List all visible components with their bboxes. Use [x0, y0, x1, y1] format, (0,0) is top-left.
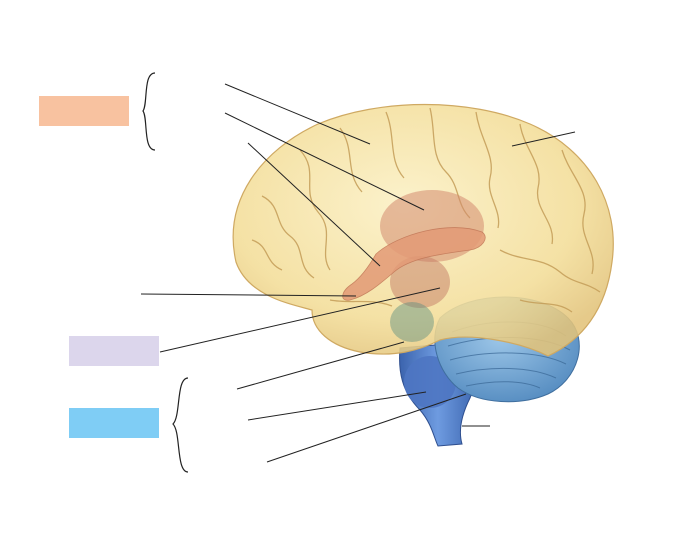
hindbrain-brace	[172, 377, 189, 473]
leader-line-3	[247, 142, 381, 267]
hypothalamus-region	[390, 256, 450, 308]
midbrain-region	[390, 302, 434, 342]
limbic-tract	[342, 227, 486, 301]
leader-lines	[140, 83, 576, 463]
leader-line-9	[266, 393, 467, 463]
leader-line-4	[511, 131, 576, 147]
leader-line-7	[236, 341, 405, 390]
midbrain-color-swatch	[69, 336, 159, 366]
forebrain-color-swatch	[39, 96, 129, 126]
forebrain-brace	[142, 72, 156, 151]
leader-line-6	[159, 287, 441, 353]
leader-line-2	[224, 112, 425, 211]
hindbrain-color-swatch	[69, 408, 159, 438]
leader-line-1	[224, 83, 371, 145]
leader-line-5	[140, 293, 357, 297]
leader-line-8	[247, 391, 427, 421]
